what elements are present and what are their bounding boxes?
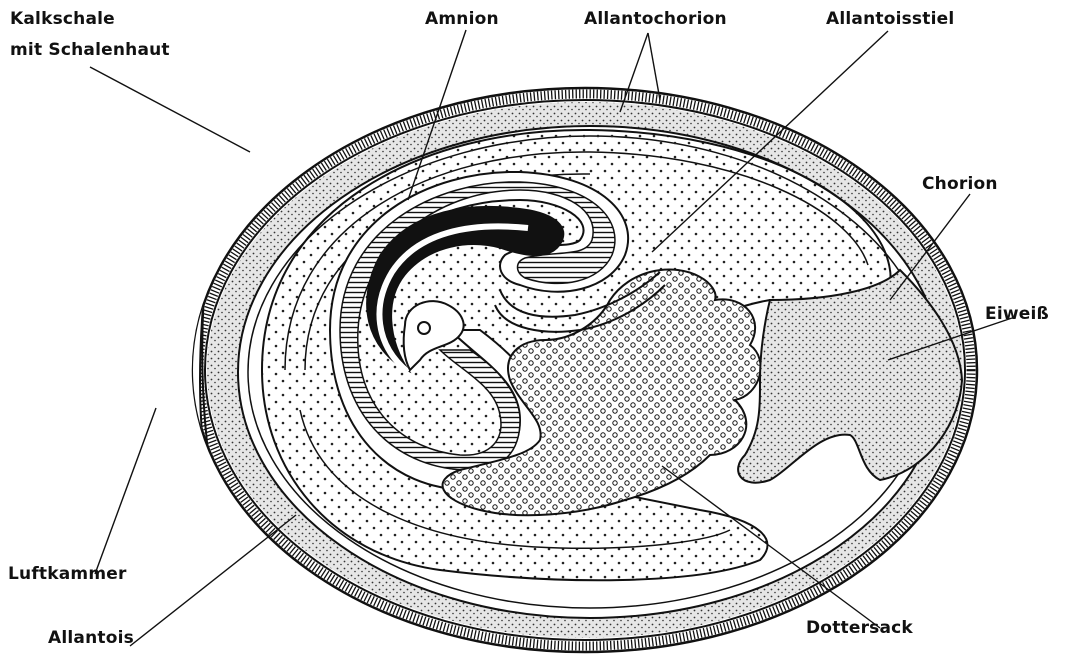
label-luftkammer: Luftkammer xyxy=(8,564,127,584)
label-dottersack: Dottersack xyxy=(806,618,913,638)
leader-luftkammer xyxy=(95,408,156,574)
label-amnion: Amnion xyxy=(425,9,499,29)
leader-allantochorion-b xyxy=(648,33,660,100)
label-allantoisstiel: Allantoisstiel xyxy=(826,9,954,29)
label-eiweiss: Eiweiß xyxy=(985,304,1049,324)
embryo-eye xyxy=(418,322,430,334)
label-allantois: Allantois xyxy=(48,628,134,648)
leader-allantois xyxy=(130,515,296,646)
label-chorion: Chorion xyxy=(922,174,998,194)
leader-kalkschale xyxy=(90,67,250,152)
label-kalkschale-line2: mit Schalenhaut xyxy=(10,40,170,60)
label-allantochorion: Allantochorion xyxy=(584,9,727,29)
label-kalkschale-line1: Kalkschale xyxy=(10,9,115,29)
